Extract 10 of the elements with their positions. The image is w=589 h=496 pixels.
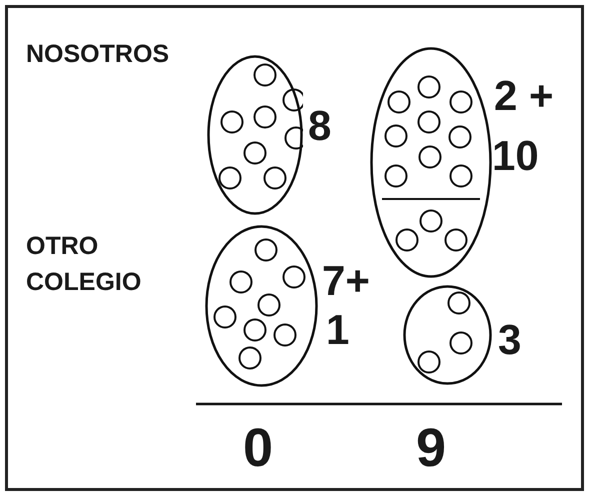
total-number: 0 [243, 417, 274, 480]
count-number: 7+ [322, 259, 370, 303]
count-number: 8 [308, 104, 332, 148]
group-label: NOSOTROS [26, 39, 170, 70]
count-number: 1 [326, 308, 350, 352]
count-number: 10 [492, 134, 539, 178]
count-number: 2 + [494, 74, 554, 118]
total-number: 9 [416, 417, 448, 480]
group-label: OTRO COLEGIO [26, 231, 142, 298]
count-number: 3 [498, 318, 522, 362]
